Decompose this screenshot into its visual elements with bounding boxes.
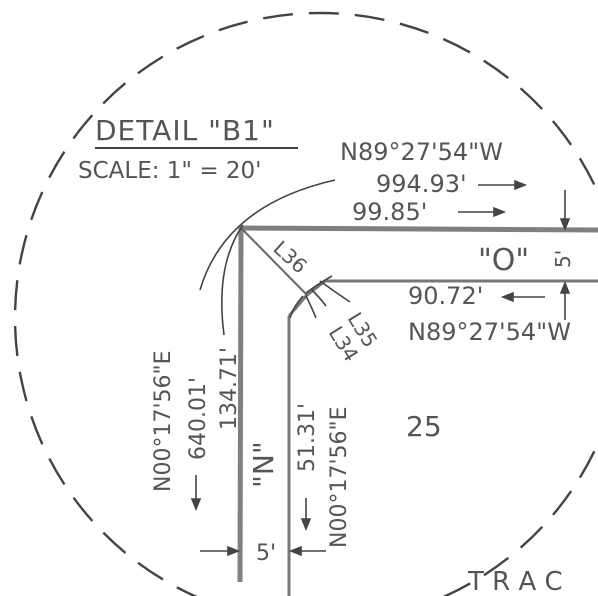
arrow-5131-head: [300, 518, 312, 532]
arrow-o-width-bottom-head: [559, 280, 571, 294]
arc-corner-inner2: [311, 289, 327, 307]
arc-top-left: [199, 179, 336, 291]
arrow-n-width-right-head: [288, 545, 302, 557]
road-o-width: 5': [551, 250, 575, 268]
boundary-west-line: [237, 227, 244, 583]
arrow-994-head: [514, 179, 528, 191]
arc-corner-right: [319, 280, 351, 303]
boundary-top-line: [238, 225, 598, 233]
inner-bearing: N00°17'56"E: [327, 406, 352, 548]
arc-corner-inner: [305, 295, 317, 319]
road-n-width: 5': [256, 541, 276, 566]
road-o-label: "O": [478, 243, 529, 278]
top-distance-total: 994.93': [376, 170, 467, 198]
arc-corner-left: [289, 295, 304, 319]
line-l36: [240, 227, 309, 297]
boundary-lines: [237, 225, 598, 583]
west-bearing: N00°17'56"E: [151, 350, 176, 492]
road-n-label: "N": [247, 441, 280, 488]
lower-distance: 90.72': [408, 282, 483, 310]
top-bearing: N89°27'54"W: [340, 138, 503, 166]
top-distance-segment: 99.85': [352, 198, 427, 226]
arc-west-lower: [221, 224, 244, 336]
arc-corner-upper: [305, 275, 333, 294]
dimension-arrows: [190, 179, 571, 557]
curve-arcs: [199, 179, 351, 336]
arrow-n-width-left-head: [227, 545, 241, 557]
detail-scale: SCALE: 1" = 20': [78, 158, 262, 184]
lower-bearing: N89°27'54"W: [408, 318, 571, 346]
tract-label: T R A C: [467, 567, 563, 596]
west-distance-total: 640.01': [186, 377, 211, 460]
inner-distance: 51.31': [295, 403, 320, 472]
detail-title: DETAIL "B1": [95, 114, 275, 147]
arrow-9985-head: [493, 206, 507, 218]
label-l36: L36: [269, 236, 312, 278]
arrow-o-width-top-head: [559, 218, 571, 232]
arrow-9072-head: [500, 291, 514, 303]
lot-number: 25: [406, 410, 442, 443]
west-distance-segment: 134.71': [217, 347, 242, 430]
detail-boundary-circle: [13, 11, 598, 596]
arrow-640-head: [190, 498, 202, 512]
